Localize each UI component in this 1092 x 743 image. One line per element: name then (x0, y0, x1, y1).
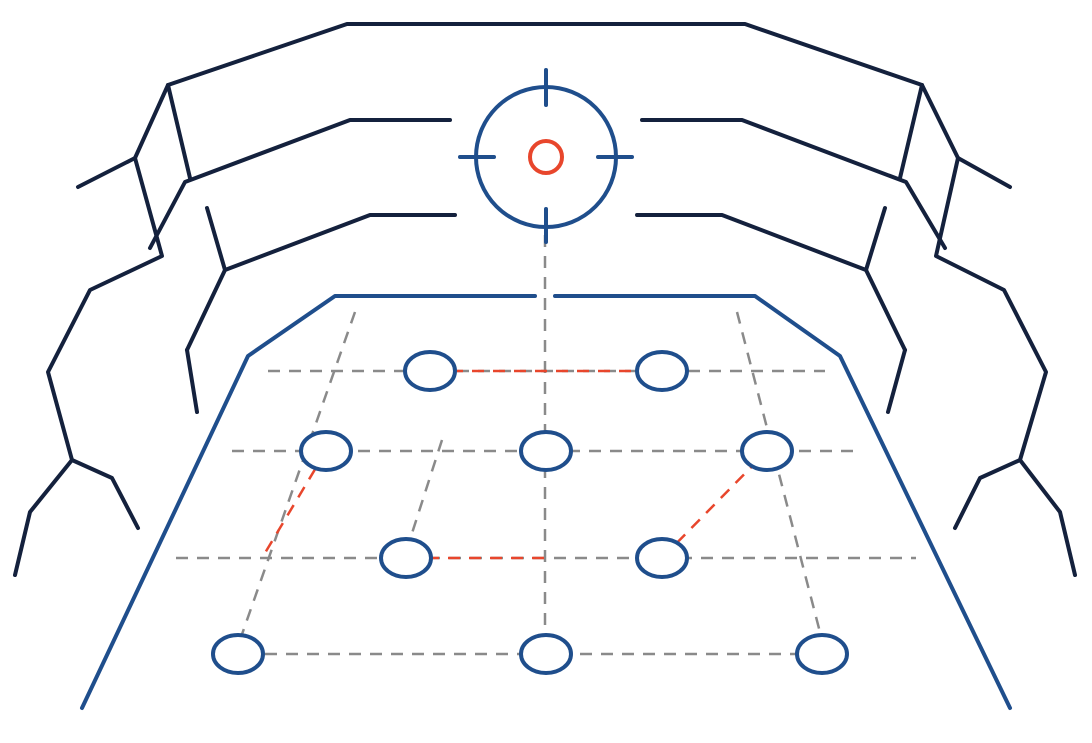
crosshair-target-icon (458, 68, 634, 244)
inner-wall-frame (148, 118, 947, 414)
inner-wall-top-left (148, 118, 452, 250)
grid-nodes (211, 350, 849, 675)
outer-wall-left-foot (70, 458, 140, 530)
grid-node-r2c2 (519, 430, 573, 472)
grid-node-r4c2 (519, 633, 573, 675)
grid-node-r1c1 (403, 350, 457, 392)
target-center-dot (528, 139, 564, 175)
inner-wall-top-right (640, 118, 947, 250)
inner-wall-right-post (864, 206, 887, 272)
grid-node-r3c2 (635, 537, 689, 579)
outer-wall-left-post (166, 83, 192, 180)
inner-wall-left-post (205, 206, 227, 272)
outer-wall-right-foot (953, 458, 1022, 530)
outer-wall-right-post (898, 83, 924, 180)
highlighted-link-4 (661, 450, 768, 559)
grid-col-right-outer (735, 311, 824, 641)
inner-wall-left-leg (185, 348, 199, 414)
grid-node-r2c1 (299, 430, 353, 472)
outer-wall-left-leg (13, 156, 164, 577)
grid-col-left-outer (238, 311, 357, 641)
floor-right-edge (553, 294, 1012, 710)
inner-wall-right-leg (886, 348, 907, 414)
outer-wall-top (76, 22, 1012, 189)
grid-node-r4c1 (211, 633, 265, 675)
grid-node-r4c3 (795, 633, 849, 675)
grid-node-r3c1 (379, 537, 433, 579)
outer-wall-right-leg (934, 156, 1077, 577)
target-outer-ring (474, 85, 618, 229)
outer-wall-frame (13, 22, 1077, 577)
inner-wall-mid-right (635, 213, 907, 352)
grid-node-r2c3 (740, 430, 794, 472)
floor-outline (80, 294, 1012, 710)
inner-wall-mid-left (185, 213, 457, 352)
grid-node-r1c2 (635, 350, 689, 392)
floor-left-edge (80, 294, 537, 710)
